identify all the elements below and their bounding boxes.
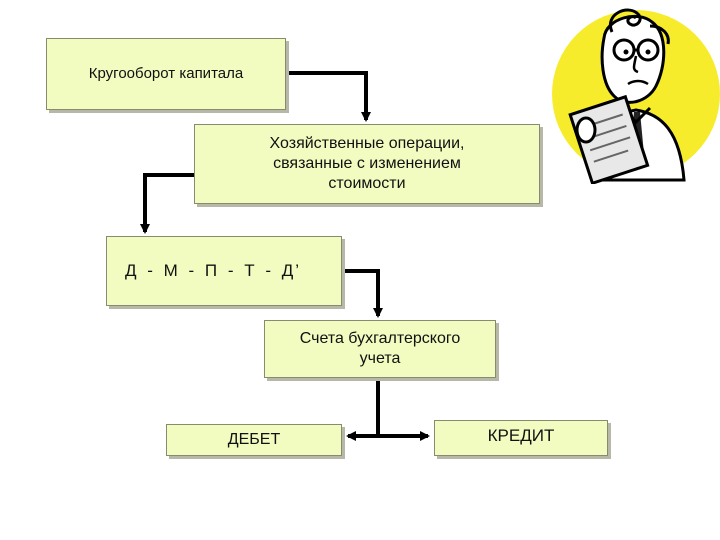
node-accounting-accounts: Счета бухгалтерского учета: [264, 320, 496, 378]
professor-hair: [608, 8, 642, 33]
node-label: ДЕБЕТ: [227, 431, 281, 448]
node-label: Д - М - П - Т - Д’: [125, 261, 301, 281]
arrow-operations-to-cycle: [140, 173, 194, 234]
node-label: Счета бухгалтерского учета: [299, 330, 461, 367]
node-debit: ДЕБЕТ: [166, 424, 342, 456]
node-label: Кругооборот капитала: [88, 64, 244, 82]
node-credit: КРЕДИТ: [434, 420, 608, 456]
node-capital-turnover: Кругооборот капитала: [46, 38, 286, 110]
professor-nose: [632, 55, 639, 74]
professor-illustration: [552, 8, 720, 184]
node-label: КРЕДИТ: [487, 426, 555, 445]
node-label: Хозяйственные операции, связанные с изме…: [269, 135, 465, 192]
node-capital-cycle: Д - М - П - Т - Д’: [106, 236, 342, 306]
arrow-capital-to-operations: [286, 71, 371, 122]
professor-eye-left: [623, 49, 629, 55]
professor-hair-side: [649, 24, 670, 45]
arrow-cycle-to-accounts: [342, 269, 383, 318]
professor-eye-right: [645, 49, 651, 55]
professor-mouth: [627, 79, 649, 86]
node-business-operations: Хозяйственные операции, связанные с изме…: [194, 124, 540, 204]
professor-hand: [575, 116, 597, 144]
